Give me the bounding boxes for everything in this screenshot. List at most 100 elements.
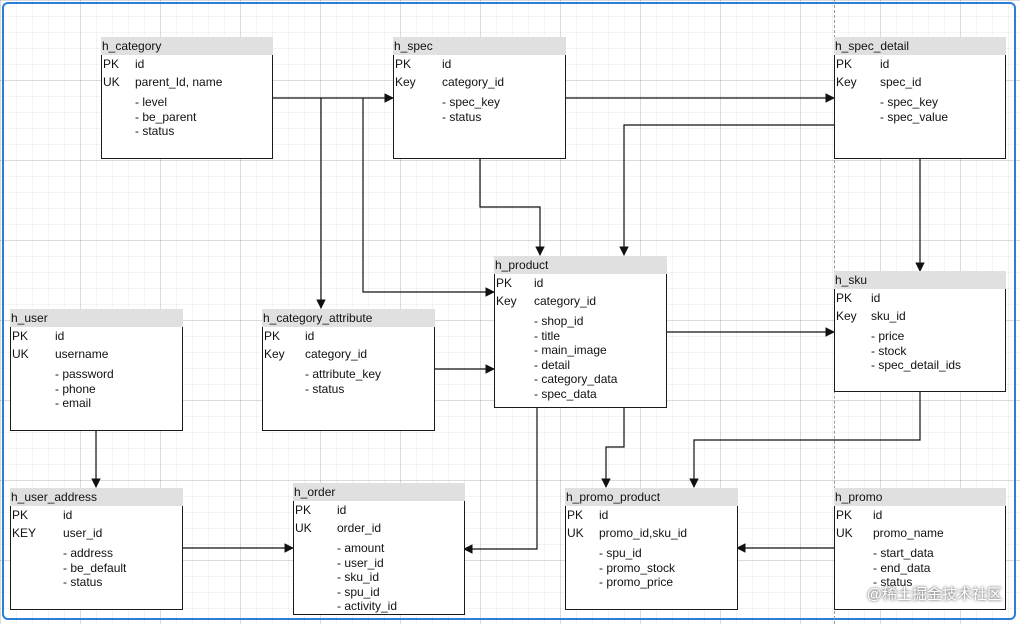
field-item: - password <box>55 367 114 381</box>
field-item: - phone <box>55 381 96 396</box>
field-item: - price <box>871 329 905 343</box>
table-title: h_promo_product <box>565 488 738 506</box>
field-item: - spec_key <box>442 95 501 109</box>
key-column: id <box>337 503 347 517</box>
key-column: id <box>534 276 544 290</box>
field-item: - attribute_key <box>305 367 382 381</box>
edge-sku-promoproduct <box>689 391 921 488</box>
field-item: - user_id <box>337 555 384 570</box>
key-type: UK <box>295 521 312 535</box>
field-item: - spec_key <box>880 95 939 109</box>
key-type: PK <box>103 57 120 71</box>
field-item: - status <box>63 575 103 590</box>
field-item: - spec_data <box>534 386 597 401</box>
source-credit: @稀土掘金技术社区 <box>866 586 1002 603</box>
key-column: promo_id,sku_id <box>599 526 688 540</box>
field-list: - spec_key - status <box>442 95 500 124</box>
key-column: spec_id <box>880 75 922 89</box>
key-row: PK id <box>11 327 182 345</box>
key-column: username <box>55 347 109 361</box>
table-h-promo-product[interactable]: h_promo_product PK id UK promo_id,sku_id -… <box>565 488 738 610</box>
key-type: UK <box>103 75 120 89</box>
key-column: parent_Id, name <box>135 75 223 89</box>
field-item: - stock <box>871 343 907 358</box>
key-column: order_id <box>337 521 382 535</box>
table-title: h_user_address <box>10 488 183 506</box>
table-title: h_spec <box>393 37 566 55</box>
key-column: id <box>135 57 145 71</box>
field-item: - status <box>305 381 345 396</box>
field-item: - be_parent <box>135 109 197 124</box>
key-column: category_id <box>305 347 368 361</box>
table-title: h_sku <box>834 271 1006 289</box>
key-type: PK <box>12 329 29 343</box>
key-type: PK <box>496 276 513 290</box>
key-column: id <box>442 57 452 71</box>
key-row: PK id <box>495 274 666 292</box>
key-row: PK id <box>394 55 565 73</box>
key-type: PK <box>836 291 853 305</box>
key-row: UK order_id <box>294 519 464 537</box>
edge-category-product <box>362 98 495 297</box>
field-item: - start_data <box>873 546 934 560</box>
field-item: - status <box>873 575 913 590</box>
field-item: - email <box>55 396 92 411</box>
edge-product-order <box>463 407 538 554</box>
field-list: - start_data - end_data - status <box>873 546 934 590</box>
key-column: id <box>55 329 65 343</box>
key-column: user_id <box>63 526 103 540</box>
key-column: id <box>599 508 609 522</box>
edge-spec-product <box>479 158 545 256</box>
field-list: - level - be_parent - status <box>135 95 196 139</box>
key-type: UK <box>567 526 584 540</box>
edge-specdetail-product <box>619 124 834 256</box>
field-item: - category_data <box>534 372 618 387</box>
field-item: - activity_id <box>337 599 398 614</box>
field-item: - amount <box>337 541 385 555</box>
table-h-order[interactable]: h_order PK id UK order_id - amount - user_… <box>293 483 465 615</box>
key-type: KEY <box>12 526 37 540</box>
field-item: - end_data <box>873 560 931 575</box>
field-list: - password - phone - email <box>55 367 114 411</box>
field-item: - main_image <box>534 343 607 358</box>
field-item: - sku_id <box>337 570 380 585</box>
table-title: h_spec_detail <box>834 37 1006 55</box>
key-type: PK <box>264 329 281 343</box>
field-item: - title <box>534 328 561 343</box>
field-item: - status <box>442 109 482 124</box>
field-list: - amount - user_id - sku_id - spu_id - a… <box>337 541 397 614</box>
table-title: h_product <box>494 256 667 274</box>
field-list: - attribute_key - status <box>305 367 381 396</box>
key-type: PK <box>12 508 29 522</box>
table-title: h_order <box>293 483 465 501</box>
field-item: - spec_value <box>880 109 949 124</box>
key-type: PK <box>567 508 584 522</box>
key-row: UK parent_Id, name <box>102 73 272 91</box>
key-type: PK <box>295 503 312 517</box>
key-type: PK <box>395 57 412 71</box>
field-item: - spu_id <box>599 546 642 560</box>
table-title: h_promo <box>834 488 1006 506</box>
key-column: id <box>305 329 315 343</box>
key-column: promo_name <box>873 526 944 540</box>
table-title: h_user <box>10 309 183 327</box>
key-column: sku_id <box>871 309 906 323</box>
key-type: Key <box>395 75 416 89</box>
